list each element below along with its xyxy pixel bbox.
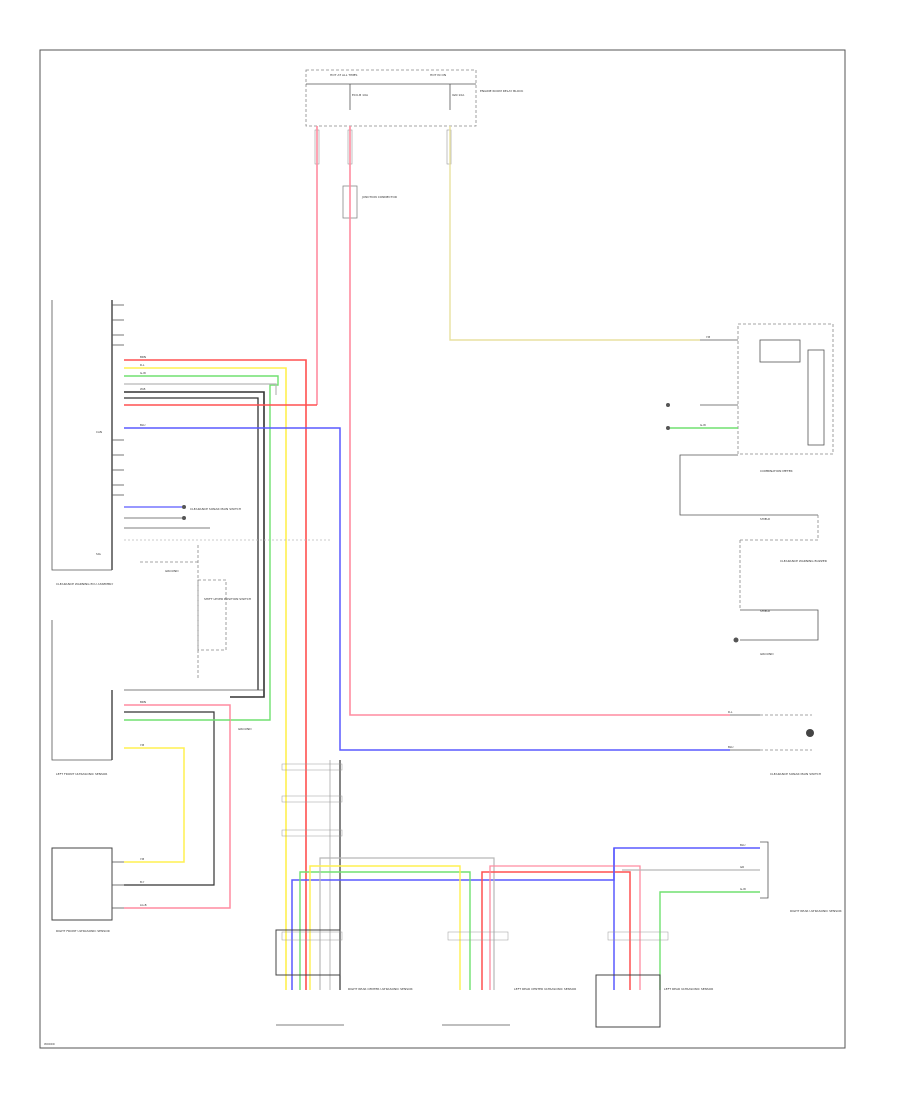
w-lf-red-wire bbox=[124, 704, 231, 909]
svg-text:IGN 10A: IGN 10A bbox=[452, 93, 465, 97]
inline-connectors bbox=[281, 763, 669, 941]
svg-text:GR: GR bbox=[740, 865, 744, 869]
ecu-harness bbox=[124, 359, 730, 990]
right-middle-switches: CLEARANCE WARNING BUZZER GROUND bbox=[733, 515, 827, 656]
svg-text:G-W: G-W bbox=[140, 371, 146, 375]
ecu-pin-column bbox=[112, 304, 124, 496]
rear-harness bbox=[291, 847, 760, 990]
svg-text:SIG: SIG bbox=[96, 552, 101, 556]
svg-text:Y-B: Y-B bbox=[140, 857, 144, 861]
svg-text:HOT AT ALL TIMES: HOT AT ALL TIMES bbox=[330, 73, 358, 77]
w-r-gry1-wire bbox=[319, 857, 495, 990]
footer-label: W0000 bbox=[44, 1042, 55, 1046]
svg-text:SHIELD: SHIELD bbox=[760, 609, 770, 613]
clearance-ecu: CLEARANCE WARNING ECU ASSEMBLY CAN SIG bbox=[51, 300, 124, 586]
svg-text:BRN: BRN bbox=[140, 355, 146, 359]
svg-text:CAN: CAN bbox=[96, 430, 102, 434]
w-lf-yel-wire bbox=[124, 747, 185, 863]
w-red-feed-wire bbox=[349, 126, 730, 716]
svg-text:CLEARANCE WARNING ECU ASSEMBLY: CLEARANCE WARNING ECU ASSEMBLY bbox=[56, 582, 113, 586]
clearance-end-switch: CLEARANCE SONAR MAIN SWITCH bbox=[730, 714, 821, 776]
svg-text:LEFT REAR ULTRASONIC SENSOR: LEFT REAR ULTRASONIC SENSOR bbox=[664, 987, 713, 991]
w-cream-feed-wire bbox=[449, 126, 700, 341]
svg-text:CLEARANCE SONAR MAIN SWITCH: CLEARANCE SONAR MAIN SWITCH bbox=[770, 772, 821, 776]
rear-drops bbox=[329, 760, 341, 990]
w-r-pink1-wire bbox=[489, 865, 641, 990]
feed-wires bbox=[316, 126, 730, 716]
svg-text:CLEARANCE WARNING BUZZER: CLEARANCE WARNING BUZZER bbox=[780, 559, 827, 563]
w-r-grn1-wire bbox=[299, 871, 471, 990]
svg-text:R-L: R-L bbox=[728, 710, 733, 714]
svg-text:G-W: G-W bbox=[700, 423, 706, 427]
relay-block: HOT AT ALL TIMES HOT IN ON ENGINE ROOM R… bbox=[305, 69, 524, 127]
svg-text:HOT IN ON: HOT IN ON bbox=[430, 73, 446, 77]
svg-text:CLEARANCE SONAR MAIN SWITCH: CLEARANCE SONAR MAIN SWITCH bbox=[190, 507, 241, 511]
w-ecu-blk1-wire bbox=[124, 391, 265, 698]
svg-text:GROUND: GROUND bbox=[165, 569, 179, 573]
svg-text:RIGHT REAR CENTER ULTRASONIC S: RIGHT REAR CENTER ULTRASONIC SENSOR bbox=[348, 987, 413, 991]
svg-text:JUNCTION CONNECTOR: JUNCTION CONNECTOR bbox=[361, 195, 397, 199]
svg-text:RIGHT FRONT ULTRASONIC SENSOR: RIGHT FRONT ULTRASONIC SENSOR bbox=[56, 929, 110, 933]
svg-text:LEFT FRONT ULTRASONIC SENSOR: LEFT FRONT ULTRASONIC SENSOR bbox=[56, 772, 107, 776]
svg-text:LG-B: LG-B bbox=[140, 903, 147, 907]
svg-text:Y-B: Y-B bbox=[706, 335, 710, 339]
combination-meter: COMBINATION METER bbox=[666, 323, 834, 516]
svg-text:BLU: BLU bbox=[140, 423, 145, 427]
w-ecu-yel-wire bbox=[124, 367, 287, 990]
svg-text:Y-B: Y-B bbox=[140, 743, 144, 747]
svg-text:ECU-B 10A: ECU-B 10A bbox=[352, 93, 369, 97]
svg-text:COMBINATION METER: COMBINATION METER bbox=[760, 469, 793, 473]
svg-text:W-B: W-B bbox=[140, 387, 146, 391]
svg-text:ENGINE ROOM RELAY BLOCK: ENGINE ROOM RELAY BLOCK bbox=[480, 89, 524, 93]
w-r-grn2-wire bbox=[659, 891, 760, 990]
svg-text:SHIFT LEVER POSITION SWITCH: SHIFT LEVER POSITION SWITCH bbox=[204, 597, 251, 601]
w-ecu-gry-wire bbox=[124, 383, 277, 395]
right-front-sensor: RIGHT FRONT ULTRASONIC SENSOR bbox=[51, 847, 124, 933]
svg-text:GROUND: GROUND bbox=[238, 727, 252, 731]
svg-text:BRN: BRN bbox=[140, 700, 146, 704]
svg-text:LEFT REAR CENTER ULTRASONIC SE: LEFT REAR CENTER ULTRASONIC SENSOR bbox=[514, 987, 576, 991]
svg-text:SHIELD: SHIELD bbox=[760, 517, 770, 521]
wire-code-labels: BRN R-L G-W W-B BLU Y-B G-W R-L BLU BRN … bbox=[140, 335, 770, 907]
w-ecu-grn-wire bbox=[124, 375, 279, 721]
rear-sensors: RIGHT REAR CENTER ULTRASONIC SENSOR LEFT… bbox=[275, 841, 842, 1028]
w-ecu-blk2-wire bbox=[124, 397, 259, 690]
w-lf-blk-wire bbox=[124, 711, 215, 886]
diagram-frame bbox=[39, 49, 846, 1049]
svg-text:B-Y: B-Y bbox=[140, 880, 145, 884]
w-ecu-blue-wire bbox=[124, 427, 730, 751]
svg-text:G-W: G-W bbox=[740, 887, 746, 891]
svg-text:BLU: BLU bbox=[740, 843, 745, 847]
w-ecu-red1-wire bbox=[124, 359, 307, 990]
svg-text:BLU: BLU bbox=[728, 745, 733, 749]
ecu-switch-area: CLEARANCE SONAR MAIN SWITCH SHIFT LEVER … bbox=[124, 505, 251, 680]
left-front-sensor: LEFT FRONT ULTRASONIC SENSOR GROUND bbox=[51, 620, 264, 909]
svg-text:GROUND: GROUND bbox=[760, 652, 774, 656]
svg-text:RIGHT REAR ULTRASONIC SENSOR: RIGHT REAR ULTRASONIC SENSOR bbox=[790, 909, 842, 913]
w-r-red1-wire bbox=[481, 871, 631, 990]
svg-text:R-L: R-L bbox=[140, 363, 145, 367]
w-r-yel1-wire bbox=[309, 865, 461, 990]
relay-connectors: JUNCTION CONNECTOR bbox=[314, 129, 452, 219]
w-r-blue1-wire bbox=[291, 847, 760, 990]
